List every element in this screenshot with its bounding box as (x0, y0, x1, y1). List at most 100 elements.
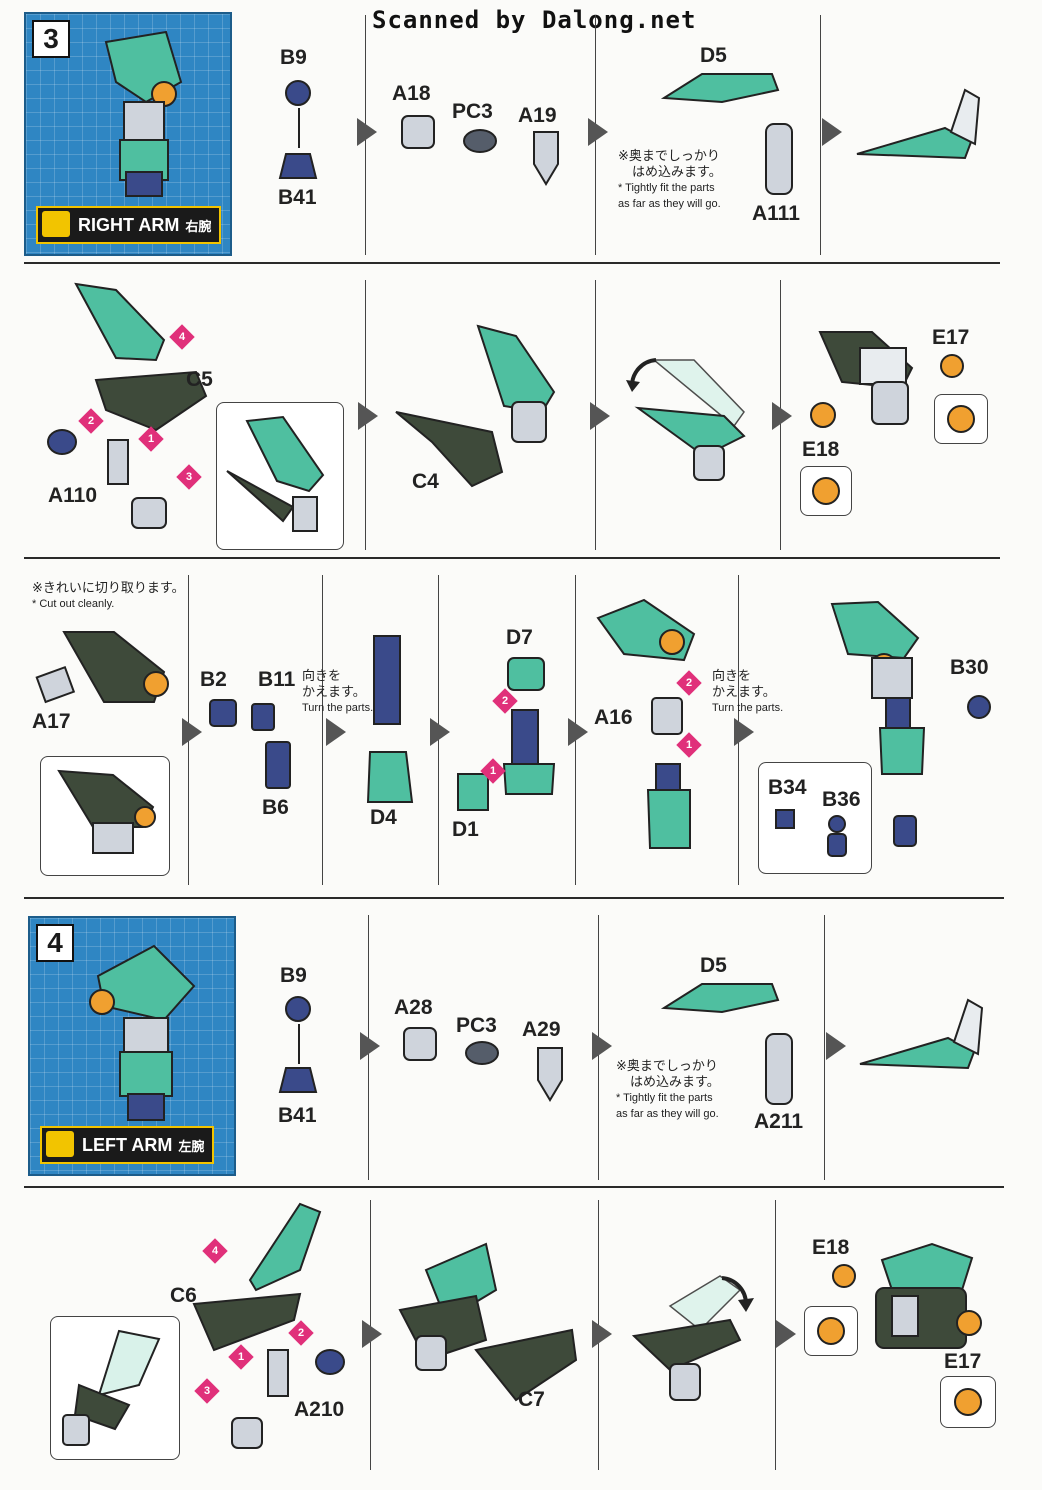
hand-icon (42, 211, 70, 237)
fit-note-en: * Tightly fit the parts (616, 1092, 713, 1104)
part-e17-detail-icon (954, 1388, 982, 1416)
part-b41-icon (278, 1067, 318, 1093)
next-step-arrow-icon (430, 718, 450, 746)
rotate-arrow-icon (721, 1276, 754, 1312)
part-b9-icon (285, 80, 311, 106)
row-divider (24, 557, 1000, 559)
part-a18-icon (401, 115, 435, 149)
turn-note-jp: 向きを (302, 668, 342, 683)
left-arm-label-jp: 左腕 (178, 1138, 205, 1154)
part-a111-icon (765, 123, 793, 195)
row-divider (24, 262, 1000, 264)
part-label: B11 (258, 668, 296, 691)
part-e18-icon (810, 402, 836, 428)
next-step-arrow-icon (357, 118, 377, 146)
part-label: D7 (506, 626, 533, 649)
next-step-arrow-icon (590, 402, 610, 430)
fit-note-en: * Tightly fit the parts (618, 182, 715, 194)
part-label: E17 (944, 1350, 982, 1373)
part-b41-icon (278, 153, 318, 179)
part-label: B34 (768, 776, 807, 799)
arm-shield-illustration (35, 631, 169, 704)
inset-arm-illustration (62, 1329, 161, 1446)
part-b36-icon (827, 815, 847, 857)
step4-panel: 4 LEFT ARM 左腕 (28, 916, 236, 1176)
part-label: A211 (754, 1110, 804, 1133)
next-step-arrow-icon (588, 118, 608, 146)
part-label: PC3 (456, 1014, 497, 1037)
step3-panel: 3 RIGHT ARM 右腕 (24, 12, 232, 256)
part-a19-icon (533, 131, 559, 186)
part-e17-detail-icon (947, 405, 975, 433)
next-step-arrow-icon (592, 1032, 612, 1060)
part-label: C6 (170, 1284, 197, 1307)
arm-shield-illustration (192, 1202, 345, 1449)
part-label: B6 (262, 796, 289, 819)
part-b2-icon (209, 699, 237, 727)
right-arm-label-jp: 右腕 (185, 218, 212, 234)
fit-note-jp: ※奥までしっかり (616, 1058, 718, 1073)
part-a29-icon (537, 1047, 563, 1102)
next-step-arrow-icon (772, 402, 792, 430)
folded-shield-illustration (859, 998, 984, 1070)
part-b11-icon (251, 703, 275, 731)
turn-note-jp: かえます。 (302, 684, 366, 699)
part-b30-icon (967, 695, 991, 719)
fit-note-jp: はめ込みます。 (632, 164, 722, 179)
part-label: B30 (950, 656, 989, 679)
part-label: C4 (412, 470, 439, 493)
next-step-arrow-icon (826, 1032, 846, 1060)
arm-shield-illustration (875, 1242, 974, 1349)
reference-inset (940, 1376, 996, 1428)
arm-shield-illustration (398, 1242, 578, 1402)
part-label: A19 (518, 104, 557, 127)
assembly-arrow-icon (298, 108, 300, 148)
column-divider (820, 15, 821, 255)
part-label: E18 (812, 1236, 850, 1259)
turn-note: 向きを かえます。 Turn the parts. (302, 668, 373, 716)
reference-inset (216, 402, 344, 550)
hand-icon (46, 1131, 74, 1157)
reference-inset (804, 1306, 858, 1356)
step4-number: 4 (36, 924, 74, 962)
part-label: B2 (200, 668, 227, 691)
part-label: E17 (932, 326, 970, 349)
fit-note: ※奥までしっかり はめ込みます。 * Tightly fit the parts… (618, 148, 722, 212)
fit-note: ※奥までしっかり はめ込みます。 * Tightly fit the parts… (616, 1058, 720, 1122)
turn-note-jp: かえます。 (712, 684, 776, 699)
next-step-arrow-icon (592, 1320, 612, 1348)
part-pc3-icon (465, 1041, 499, 1065)
turn-note: 向きを かえます。 Turn the parts. (712, 668, 783, 716)
fit-note-en: as far as they will go. (616, 1108, 719, 1120)
part-b6-icon (265, 741, 291, 789)
arm-shield-illustration (47, 282, 208, 529)
part-label: B36 (822, 788, 861, 811)
part-e18-icon (832, 1264, 856, 1288)
right-arm-label: RIGHT ARM 右腕 (36, 206, 222, 244)
arm-shield-illustration (395, 324, 556, 488)
folded-shield-illustration (856, 88, 981, 160)
part-e17-icon (940, 354, 964, 378)
part-label: D5 (700, 44, 727, 67)
column-divider (322, 575, 323, 885)
part-a211-icon (765, 1033, 793, 1105)
row-divider (24, 897, 1004, 899)
arm-shield-illustration (818, 331, 914, 425)
part-d5-icon (660, 983, 780, 1014)
next-step-arrow-icon (362, 1320, 382, 1348)
reference-inset (40, 756, 170, 876)
turn-note-en: Turn the parts. (302, 702, 374, 714)
part-b9-icon (285, 996, 311, 1022)
part-label: C7 (518, 1388, 545, 1411)
part-label: A28 (394, 996, 433, 1019)
arm-shield-illustration (634, 359, 746, 481)
part-label: C5 (186, 368, 213, 391)
completed-right-arm-illustration (830, 600, 926, 775)
part-e18-detail-icon (817, 1317, 845, 1345)
part-pc3-icon (463, 129, 497, 153)
arm-assembly-illustration (596, 598, 696, 849)
part-label: A18 (392, 82, 431, 105)
part-label: A17 (32, 710, 71, 733)
part-label: D5 (700, 954, 727, 977)
part-e17-icon (956, 1310, 982, 1336)
